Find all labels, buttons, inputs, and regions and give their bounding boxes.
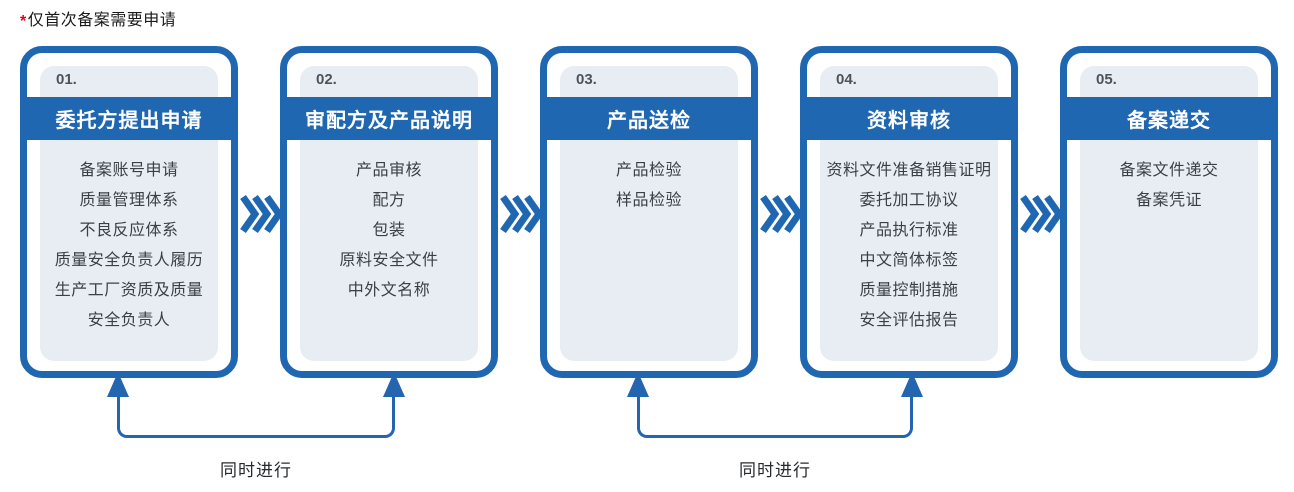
card-item: 委托加工协议	[859, 192, 959, 209]
step-card-4: 04. 资料审核 资料文件准备销售证明委托加工协议产品执行标准中文简体标签质量控…	[800, 46, 1018, 378]
card-item: 包装	[372, 222, 406, 239]
card-item: 样品检验	[615, 192, 682, 209]
card-item: 不良反应体系	[79, 222, 179, 239]
arrow-up-icon	[383, 372, 405, 397]
step-number: 01.	[56, 71, 77, 88]
card-item: 资料文件准备销售证明	[826, 162, 992, 179]
card-item: 安全负责人	[87, 312, 171, 329]
card-item: 产品检验	[615, 162, 682, 179]
simultaneous-bracket-2	[637, 394, 913, 438]
card-item: 质量管理体系	[79, 192, 179, 209]
triple-chevron-right-icon	[240, 194, 280, 234]
footnote: *仅首次备案需要申请	[20, 6, 176, 30]
card-item: 质量控制措施	[859, 282, 959, 299]
step-title: 资料审核	[867, 110, 951, 132]
step-item-list: 产品检验样品检验	[547, 156, 751, 216]
arrow-up-icon	[627, 372, 649, 397]
card-item: 备案账号申请	[79, 162, 179, 179]
card-item: 质量安全负责人履历	[54, 252, 204, 269]
card-item: 备案凭证	[1135, 192, 1202, 209]
step-card-3: 03. 产品送检 产品检验样品检验	[540, 46, 758, 378]
arrow-up-icon	[901, 372, 923, 397]
step-card-1: 01. 委托方提出申请 备案账号申请质量管理体系不良反应体系质量安全负责人履历生…	[20, 46, 238, 378]
step-number: 05.	[1096, 71, 1117, 88]
step-title: 委托方提出申请	[55, 110, 203, 132]
triple-chevron-right-icon	[760, 194, 800, 234]
step-card-2: 02. 审配方及产品说明 产品审核配方包装原料安全文件中外文名称	[280, 46, 498, 378]
step-title: 备案递交	[1127, 110, 1211, 132]
step-card-5: 05. 备案递交 备案文件递交备案凭证	[1060, 46, 1278, 378]
step-number: 03.	[576, 71, 597, 88]
step-number: 02.	[316, 71, 337, 88]
triple-chevron-right-icon	[1020, 194, 1060, 234]
card-item: 中文简体标签	[859, 252, 959, 269]
card-item: 原料安全文件	[339, 252, 439, 269]
step-title: 产品送检	[607, 110, 691, 132]
arrow-up-icon	[107, 372, 129, 397]
step-item-list: 备案文件递交备案凭证	[1067, 156, 1271, 216]
card-header-band: 审配方及产品说明	[280, 97, 498, 140]
step-item-list: 资料文件准备销售证明委托加工协议产品执行标准中文简体标签质量控制措施安全评估报告	[807, 156, 1011, 336]
card-header-band: 委托方提出申请	[20, 97, 238, 140]
simultaneous-bracket-1	[117, 394, 395, 438]
card-item: 备案文件递交	[1119, 162, 1219, 179]
bracket-label: 同时进行	[220, 461, 292, 480]
step-item-list: 产品审核配方包装原料安全文件中外文名称	[287, 156, 491, 306]
required-asterisk: *	[20, 13, 27, 30]
card-item: 中外文名称	[347, 282, 431, 299]
step-title: 审配方及产品说明	[305, 110, 473, 132]
card-item: 生产工厂资质及质量	[54, 282, 204, 299]
bracket-label: 同时进行	[739, 461, 811, 480]
step-number: 04.	[836, 71, 857, 88]
step-item-list: 备案账号申请质量管理体系不良反应体系质量安全负责人履历生产工厂资质及质量安全负责…	[27, 156, 231, 336]
triple-chevron-right-icon	[500, 194, 540, 234]
card-item: 配方	[372, 192, 406, 209]
card-header-band: 备案递交	[1060, 97, 1278, 140]
card-item: 产品执行标准	[859, 222, 959, 239]
card-header-band: 资料审核	[800, 97, 1018, 140]
card-header-band: 产品送检	[540, 97, 758, 140]
footnote-text: 仅首次备案需要申请	[27, 12, 177, 29]
card-item: 产品审核	[355, 162, 422, 179]
card-item: 安全评估报告	[859, 312, 959, 329]
